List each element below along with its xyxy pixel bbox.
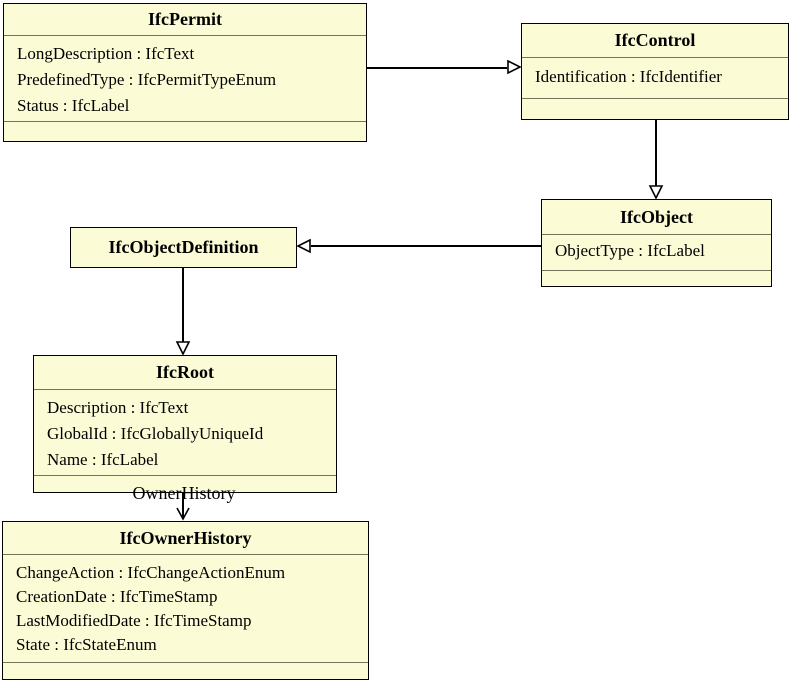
association-arrowhead-down-icon [176,507,190,521]
class-box-ifcroot: IfcRoot Description : IfcText GlobalId :… [33,355,337,493]
class-title-ifccontrol: IfcControl [614,30,696,50]
empty-compartment [3,662,368,679]
attribute-line: Description : IfcText [47,398,189,417]
generalization-arrowhead-down-icon [175,341,191,356]
class-box-ifcownerhistory: IfcOwnerHistory ChangeAction : IfcChange… [2,521,369,680]
attribute-line: PredefinedType : IfcPermitTypeEnum [17,70,277,89]
attribute-compartment: ObjectType : IfcLabel [542,234,771,270]
class-box-ifccontrol: IfcControl Identification : IfcIdentifie… [521,23,789,120]
empty-compartment [542,270,771,286]
generalization-line-objectdefinition-root [182,268,184,342]
attribute-line: CreationDate : IfcTimeStamp [16,587,218,606]
attribute-line: LastModifiedDate : IfcTimeStamp [16,611,252,630]
class-title-ifcroot: IfcRoot [156,362,214,382]
class-box-ifcobject: IfcObject ObjectType : IfcLabel [541,199,772,287]
attribute-line: State : IfcStateEnum [16,635,157,654]
generalization-arrowhead-down-icon [648,185,664,200]
generalization-line-object-objectdefinition [311,245,541,247]
class-box-ifcobjectdefinition: IfcObjectDefinition [70,227,297,268]
association-label-ownerhistory: OwnerHistory [132,483,236,503]
association-line-root-ownerhistory [182,493,184,519]
empty-compartment [522,98,788,119]
class-title-ifcobject: IfcObject [620,206,693,227]
class-title-ifcownerhistory: IfcOwnerHistory [119,527,252,548]
attribute-compartment: ChangeAction : IfcChangeActionEnum Creat… [3,554,368,662]
class-title-ifcobjectdefinition: IfcObjectDefinition [108,237,259,257]
generalization-arrowhead-left-icon [296,238,311,254]
empty-compartment [4,121,366,141]
empty-compartment [34,475,336,492]
attribute-line: GlobalId : IfcGloballyUniqueId [47,424,264,443]
attribute-line: ObjectType : IfcLabel [555,241,705,260]
attribute-compartment: LongDescription : IfcText PredefinedType… [4,35,366,121]
attribute-line: Status : IfcLabel [17,96,130,115]
attribute-compartment: Identification : IfcIdentifier [522,57,788,98]
generalization-line-permit-control [367,67,507,69]
class-box-ifcpermit: IfcPermit LongDescription : IfcText Pred… [3,3,367,142]
attribute-compartment: Description : IfcText GlobalId : IfcGlob… [34,389,336,475]
generalization-arrowhead-right-icon [507,59,522,75]
attribute-line: ChangeAction : IfcChangeActionEnum [16,563,286,582]
class-title-ifcpermit: IfcPermit [148,9,222,29]
attribute-line: LongDescription : IfcText [17,44,195,63]
attribute-line: Name : IfcLabel [47,450,159,469]
generalization-line-control-object [655,120,657,186]
attribute-line: Identification : IfcIdentifier [535,67,722,86]
